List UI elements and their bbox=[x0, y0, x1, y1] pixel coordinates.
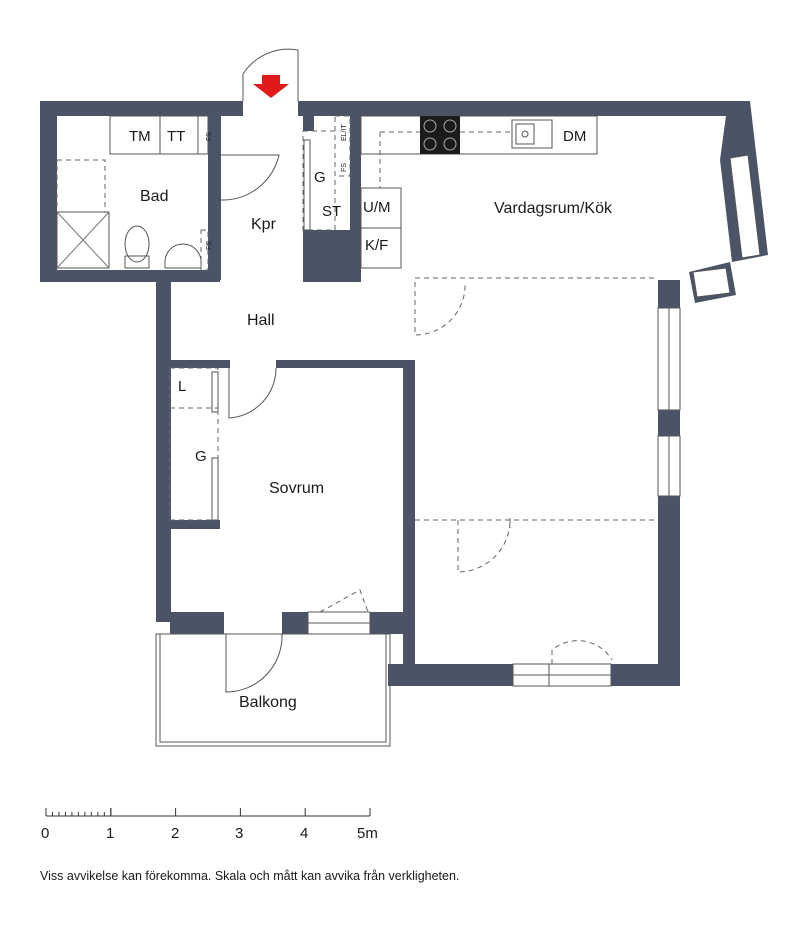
fixture-label-fs-bath-top: FS bbox=[206, 132, 213, 141]
scale-label-5m: 5m bbox=[357, 825, 378, 842]
scale-bar: 0 1 2 3 4 5m bbox=[41, 808, 378, 842]
scale-label-0: 0 bbox=[41, 825, 49, 842]
windows bbox=[307, 154, 761, 687]
room-label-hall: Hall bbox=[247, 312, 275, 329]
fixture-label-tt: TT bbox=[167, 128, 185, 145]
room-label-bad: Bad bbox=[140, 188, 168, 205]
kitchen-fixtures bbox=[302, 115, 598, 269]
fixture-label-um: U/M bbox=[363, 199, 391, 216]
fixture-label-st: ST bbox=[322, 203, 341, 220]
entrance-door bbox=[242, 48, 299, 101]
bathroom-fixtures bbox=[56, 115, 209, 271]
scale-label-2: 2 bbox=[171, 825, 179, 842]
entrance-arrow-icon bbox=[253, 75, 289, 98]
scale-label-3: 3 bbox=[235, 825, 243, 842]
fixture-label-l: L bbox=[178, 378, 186, 395]
fixture-label-dm: DM bbox=[563, 128, 586, 145]
fixture-label-g-sovrum: G bbox=[195, 448, 207, 465]
door-swings bbox=[220, 154, 283, 693]
room-label-kpr: Kpr bbox=[251, 216, 277, 233]
room-label-balkong: Balkong bbox=[239, 694, 297, 711]
fixture-label-fs-kpr: FS bbox=[341, 163, 348, 172]
room-label-vardagsrum-kok: Vardagsrum/Kök bbox=[494, 200, 613, 217]
fixture-label-kf: K/F bbox=[365, 237, 388, 254]
fixture-label-fs-bath-bottom: FS bbox=[206, 241, 213, 250]
disclaimer-text: Viss avvikelse kan förekomma. Skala och … bbox=[40, 869, 460, 883]
scale-label-4: 4 bbox=[300, 825, 308, 842]
scale-label-1: 1 bbox=[106, 825, 114, 842]
balcony bbox=[155, 633, 391, 747]
bedroom-closets bbox=[169, 367, 219, 521]
fixture-label-tm: TM bbox=[129, 128, 151, 145]
fixture-label-g-kpr: G bbox=[314, 169, 326, 186]
dashed-lines bbox=[319, 277, 658, 664]
scale-ticks bbox=[45, 808, 371, 816]
fixture-label-el-it: EL/IT bbox=[341, 124, 348, 141]
room-label-sovrum: Sovrum bbox=[269, 480, 324, 497]
